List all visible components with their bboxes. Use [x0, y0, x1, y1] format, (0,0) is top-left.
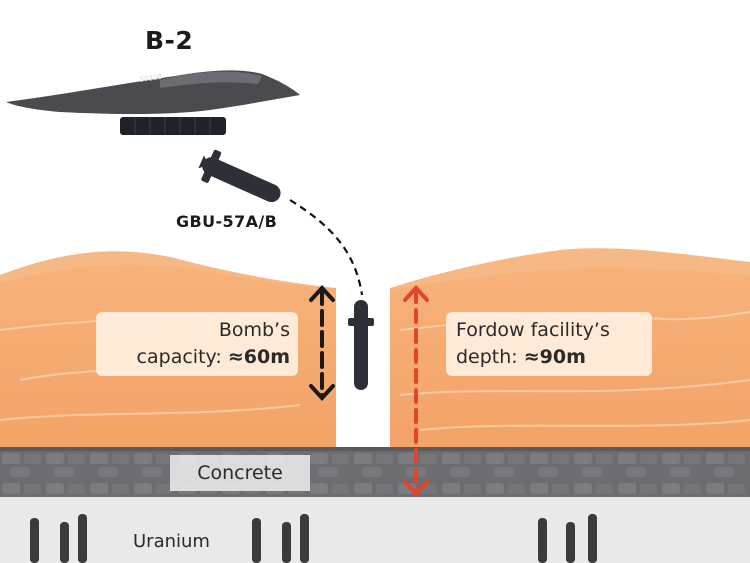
gbu57-bomb-in-shaft — [348, 300, 374, 390]
bomb-name-label: GBU-57A/B — [176, 212, 278, 231]
facility-ground — [0, 497, 750, 563]
facility-depth-line1: Fordow facility’s — [456, 319, 610, 341]
bomb-trajectory — [289, 199, 364, 296]
facility-depth-callout: Fordow facility’s depth: ≈90m — [446, 312, 652, 376]
bomb-capacity-line1: Bomb’s — [218, 319, 290, 341]
aircraft-title: B-2 — [145, 26, 194, 55]
facility-depth-prefix: depth: — [456, 346, 524, 368]
bomb-capacity-value: ≈60m — [227, 346, 290, 368]
facility-depth-line2: depth: ≈90m — [456, 344, 644, 371]
depth-arrow — [403, 285, 429, 497]
bomb-capacity-prefix: capacity: — [136, 346, 228, 368]
uranium-label: Uranium — [133, 531, 210, 552]
bomb-capacity-callout: Bomb’s capacity: ≈60m — [96, 312, 298, 376]
centrifuge-group-3 — [538, 514, 597, 563]
centrifuge-group-1 — [30, 514, 87, 563]
concrete-label: Concrete — [170, 455, 310, 491]
b2-bomber — [6, 70, 300, 135]
centrifuge-group-2 — [252, 514, 309, 563]
bomb-capacity-line2: capacity: ≈60m — [104, 344, 290, 371]
gbu57-bomb-falling — [198, 149, 281, 203]
capacity-arrow — [309, 285, 335, 401]
aircraft-marking: 50328 — [139, 73, 162, 84]
concrete-layer — [0, 447, 750, 497]
facility-depth-value: ≈90m — [523, 346, 586, 368]
